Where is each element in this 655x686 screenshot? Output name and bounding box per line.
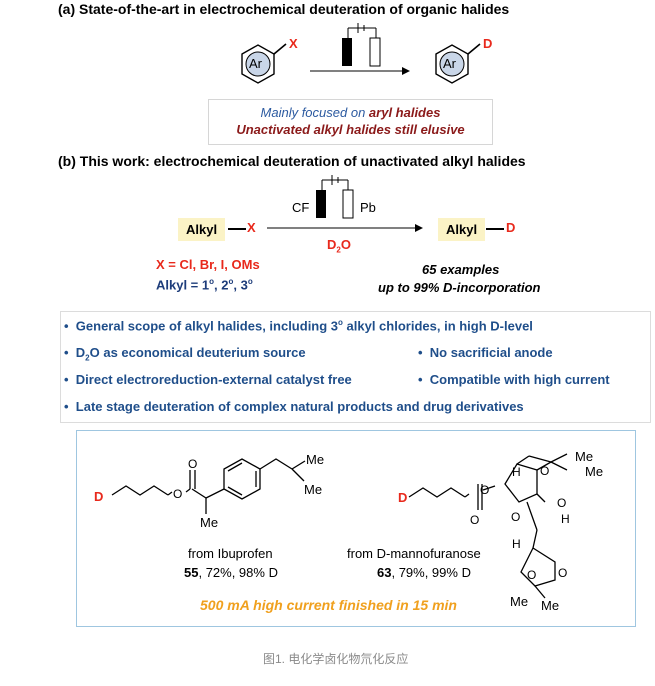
s1-me-top: Me bbox=[306, 452, 325, 467]
s1-source: from Ibuprofen bbox=[188, 546, 273, 561]
section-b-conditions bbox=[267, 175, 423, 232]
s2-h3: H bbox=[512, 537, 521, 551]
features-box bbox=[60, 311, 651, 423]
s2-carbonyl-o: O bbox=[470, 513, 480, 527]
s2-acetonide-o3: O bbox=[527, 568, 537, 582]
section-a-title: (a) State-of-the-art in electrochemical … bbox=[58, 1, 510, 17]
aryl-ring-right bbox=[435, 43, 481, 84]
s2-ring-o: O bbox=[511, 510, 521, 524]
feature-late-stage: • Late stage deuteration of complex natu… bbox=[64, 399, 524, 414]
s2-me2: Me bbox=[585, 464, 604, 479]
alkyl-definition: Alkyl = 1o, 2o, 3o bbox=[156, 277, 253, 293]
structure-63 bbox=[408, 453, 568, 599]
cf-label: CF bbox=[292, 200, 310, 215]
feature-catalyst-free: • Direct electroreduction-external catal… bbox=[64, 372, 352, 387]
s2-acetonide-o2: O bbox=[557, 496, 567, 510]
s2-h1: H bbox=[512, 465, 521, 479]
feature-d2o: • D2O as economical deuterium source bbox=[64, 345, 306, 363]
alkyl-x-reactant: Alkyl bbox=[178, 218, 226, 241]
structures-box bbox=[76, 430, 636, 627]
s2-me1: Me bbox=[575, 449, 594, 464]
s2-h2: H bbox=[561, 512, 570, 526]
s1-d-label: D bbox=[94, 489, 104, 504]
s2-me4: Me bbox=[541, 598, 560, 613]
s2-yield: 63, 79%, 99% D bbox=[377, 565, 471, 580]
section-a-box: Mainly focused on aryl halides Unactivat… bbox=[208, 99, 493, 145]
s2-d-label: D bbox=[398, 490, 408, 505]
alkyl-d-product: Alkyl bbox=[438, 218, 486, 241]
high-current-note: 500 mA high current finished in 15 min bbox=[200, 597, 457, 613]
s2-source: from D-mannofuranose bbox=[347, 546, 481, 561]
ar-label-right: Ar bbox=[443, 56, 456, 71]
ar-label-left: Ar bbox=[249, 56, 262, 71]
aryl-ring-left bbox=[241, 43, 287, 84]
d-label-a: D bbox=[483, 36, 493, 51]
s2-acetonide-o1: O bbox=[540, 464, 550, 478]
structure-55 bbox=[111, 458, 306, 514]
box-line2: Unactivated alkyl halides still elusive bbox=[236, 122, 465, 137]
feature-no-anode: • No sacrificial anode bbox=[418, 345, 553, 360]
pb-label: Pb bbox=[360, 200, 376, 215]
section-b-title: (b) This work: electrochemical deuterati… bbox=[58, 153, 526, 169]
examples-count: 65 examples bbox=[422, 262, 500, 277]
s2-ester-o: O bbox=[480, 483, 490, 497]
box-line1: Mainly focused on aryl halides bbox=[260, 105, 441, 120]
electrochem-cell-icon-b bbox=[316, 175, 354, 219]
s1-me-mid: Me bbox=[304, 482, 323, 497]
bond-product bbox=[486, 228, 504, 230]
x-definition: X = Cl, Br, I, OMs bbox=[156, 257, 260, 272]
incorporation-text: up to 99% D-incorporation bbox=[378, 280, 541, 295]
s1-yield: 55, 72%, 98% D bbox=[184, 565, 278, 580]
s1-carbonyl-o: O bbox=[188, 457, 198, 471]
bond-reactant bbox=[228, 228, 246, 230]
d2o-reagent: D2O bbox=[327, 237, 351, 255]
x-label-b: X bbox=[247, 220, 256, 235]
s1-ester-o: O bbox=[173, 487, 183, 501]
feature-scope: • General scope of alkyl halides, includ… bbox=[64, 318, 533, 334]
feature-high-current: • Compatible with high current bbox=[418, 372, 610, 387]
s2-acetonide-o4: O bbox=[558, 566, 568, 580]
section-a-scheme bbox=[241, 23, 481, 84]
s2-me3: Me bbox=[510, 594, 529, 609]
d-label-b: D bbox=[506, 220, 516, 235]
x-label-a: X bbox=[289, 36, 298, 51]
figure-caption: 图1. 电化学卤化物氘化反应 bbox=[263, 652, 409, 666]
s1-me-low: Me bbox=[200, 515, 219, 530]
electrochem-cell-icon bbox=[342, 23, 381, 67]
